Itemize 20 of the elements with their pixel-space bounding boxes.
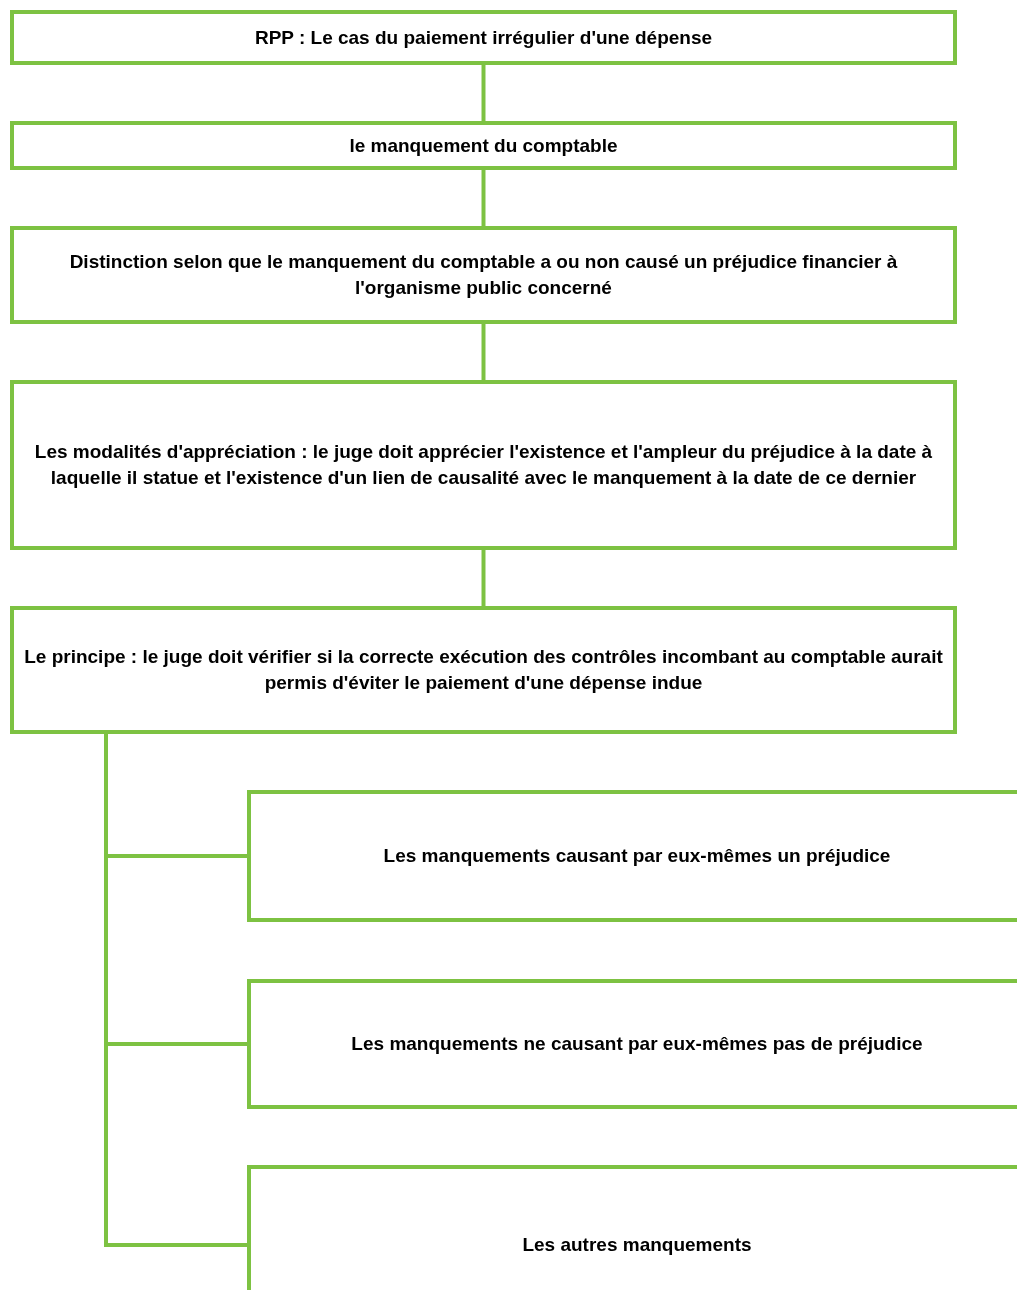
box-text: Les manquements causant par eux-mêmes un préjudice [383,844,891,869]
box-text: RPP : Le cas du paiement irrégulier d'une dépense [254,25,713,50]
box-text: Distinction selon que le manquement du comptable a ou non causé un préjudice financier à l'organisme public concerné [68,250,899,300]
text-box [10,121,957,170]
box-text: Les manquements ne causant par eux-mêmes pas de préjudice [351,1032,923,1057]
text-box [10,380,957,550]
text-box [10,226,957,324]
text-box [10,606,957,734]
connector-line [481,324,486,380]
text-box [247,1165,1017,1290]
text-box [247,790,1017,922]
box-text: Les modalités d'appréciation : le juge doit apprécier l'existence et l'ampleur du préjudice à la date à laquelle il statue et l'existence d'un lien de causalité avec le manquement à la date de ce dernier [33,440,934,490]
text-box [10,10,957,65]
box-text: Le principe : le juge doit vérifier si la correcte exécution des contrôles incombant au comptable aurait permis d'éviter le paiement d'une dépense indue [24,645,943,695]
text-box [247,979,1017,1109]
box-text: le manquement du comptable [349,133,618,158]
box-text: Les autres manquements [522,1233,752,1258]
connector-line [481,550,486,606]
connector-line [481,170,486,226]
connector-line [481,65,486,121]
